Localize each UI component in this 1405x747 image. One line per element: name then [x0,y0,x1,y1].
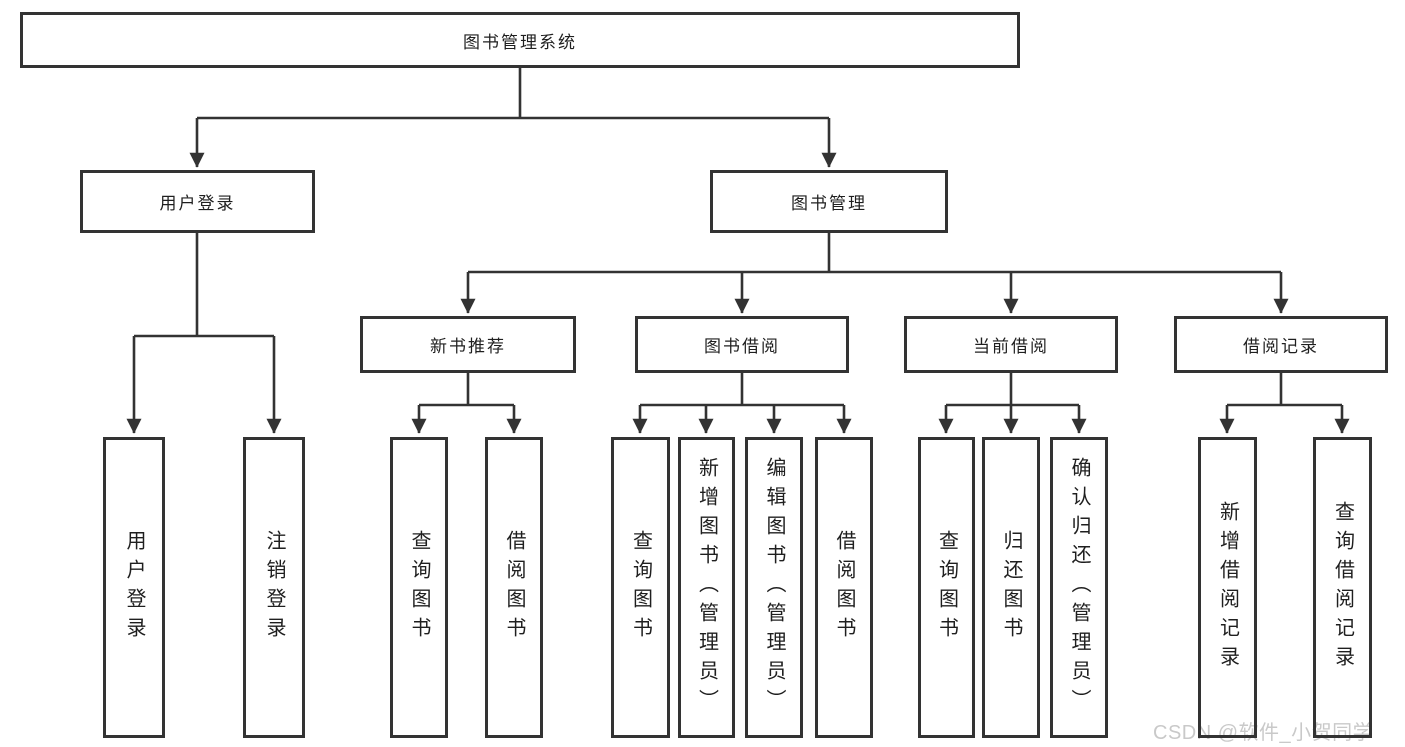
node-library-management-system: 图书管理系统 [20,12,1020,68]
leaf-borrow-book-recommend: 借阅图书 [485,437,543,738]
csdn-watermark: CSDN @软件_小贺同学 [1153,722,1374,744]
leaf-confirm-return-admin: 确认归还（管理员） [1050,437,1108,738]
leaf-return-book: 归还图书 [982,437,1040,738]
node-book-management: 图书管理 [710,170,948,233]
leaf-user-login: 用户登录 [103,437,165,738]
leaf-borrow-book: 借阅图书 [815,437,873,738]
node-current-borrowing: 当前借阅 [904,316,1118,373]
leaf-query-book-recommend: 查询图书 [390,437,448,738]
leaf-query-book-current: 查询图书 [918,437,975,738]
leaf-logout: 注销登录 [243,437,305,738]
leaf-query-borrow-record: 查询借阅记录 [1313,437,1372,738]
node-book-borrowing: 图书借阅 [635,316,849,373]
leaf-edit-book-admin: 编辑图书（管理员） [745,437,803,738]
leaf-add-borrow-record: 新增借阅记录 [1198,437,1257,738]
node-user-login: 用户登录 [80,170,315,233]
node-borrowing-records: 借阅记录 [1174,316,1388,373]
leaf-add-book-admin: 新增图书（管理员） [678,437,735,738]
node-new-book-recommend: 新书推荐 [360,316,576,373]
leaf-query-book-borrowing: 查询图书 [611,437,670,738]
